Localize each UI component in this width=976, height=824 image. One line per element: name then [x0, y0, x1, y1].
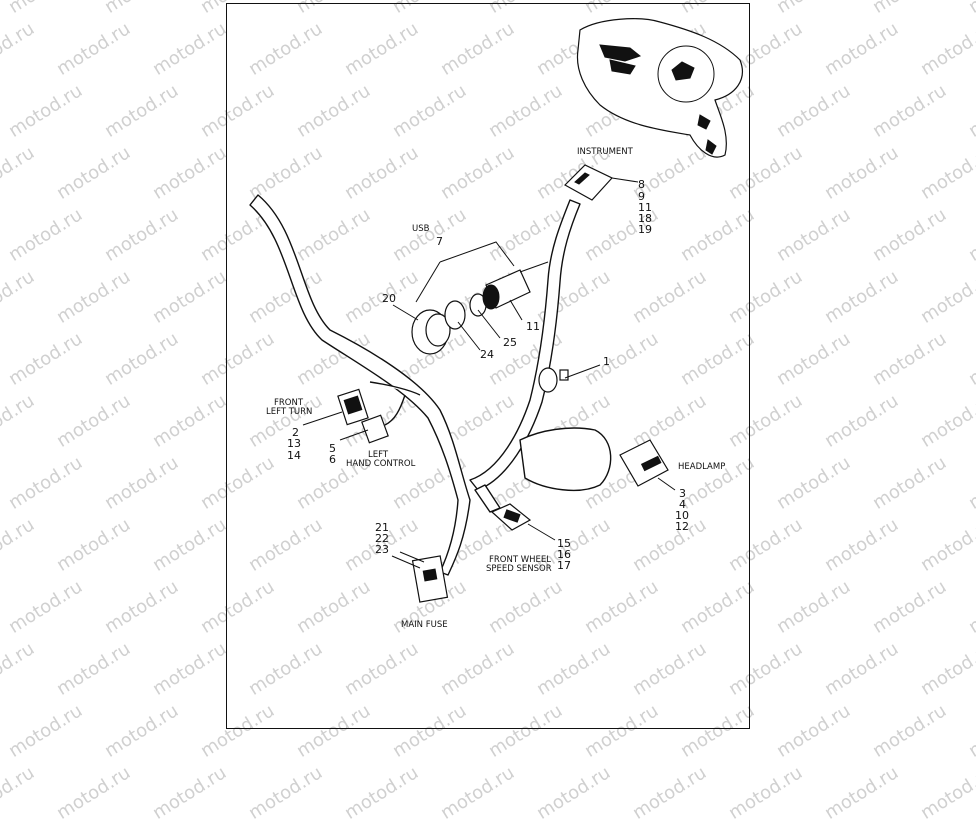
callout-front-left-turn-1: 2 — [292, 426, 299, 439]
speed-sensor-label-line2: SPEED SENSOR — [486, 564, 552, 574]
watermark-text: motod.ru — [53, 762, 135, 824]
callout-usb-ring-24: 24 — [480, 348, 494, 361]
usb-ring-icon — [444, 300, 466, 330]
speed-sensor-connector-icon — [490, 503, 532, 531]
watermark-text: motod.ru — [821, 762, 903, 824]
left-hand-control-label-line2: HAND CONTROL — [346, 459, 416, 469]
watermark-text: motod.ru — [437, 762, 519, 824]
callout-speed-sensor-1: 15 — [557, 537, 571, 550]
speed-sensor-label-line1: FRONT WHEEL — [489, 555, 551, 565]
watermark-text: motod.ru — [245, 762, 327, 824]
instrument-label: INSTRUMENT — [577, 147, 634, 157]
callout-headlamp-3: 10 — [675, 509, 689, 522]
main-wiring-harness — [249, 194, 612, 576]
watermark-text: motod.ru — [725, 762, 807, 824]
main-fuse-label: MAIN FUSE — [401, 620, 448, 630]
callout-main-fuse-3: 23 — [375, 543, 389, 556]
left-hand-control-label-line1: LEFT — [368, 450, 389, 460]
headlamp-connector-icon — [619, 439, 669, 487]
callout-instrument-3: 11 — [638, 201, 652, 214]
main-fuse-icon — [411, 555, 449, 603]
callout-leader-lines — [302, 177, 676, 569]
front-left-turn-label-line1: FRONT — [274, 398, 304, 408]
callout-headlamp-2: 4 — [679, 498, 686, 511]
callout-usb-ring-25: 25 — [503, 336, 517, 349]
callout-left-hand-control-2: 6 — [329, 453, 336, 466]
callout-main-fuse-1: 21 — [375, 521, 389, 534]
callout-speed-sensor-2: 16 — [557, 548, 571, 561]
callout-usb-group: 7 — [436, 235, 443, 248]
watermark-text: motod.ru — [341, 762, 423, 824]
watermark-text: motod.ru — [533, 762, 615, 824]
callout-instrument-1: 8 — [638, 178, 645, 191]
callout-main-fuse-2: 22 — [375, 532, 389, 545]
callout-headlamp-4: 12 — [675, 520, 689, 533]
callout-headlamp-1: 3 — [679, 487, 686, 500]
vehicle-locator-icon — [576, 18, 743, 158]
front-left-turn-connector-icon — [337, 388, 369, 426]
left-hand-control-connector-icon — [361, 414, 389, 444]
callout-instrument-5: 19 — [638, 223, 652, 236]
callout-harness: 1 — [603, 355, 610, 368]
watermark-text: motod.ru — [917, 762, 976, 824]
callout-front-left-turn-2: 13 — [287, 437, 301, 450]
watermark-text: motod.ru — [0, 762, 39, 824]
callout-instrument-2: 9 — [638, 190, 645, 203]
diagram-frame — [226, 3, 750, 729]
wiring-diagram: INSTRUMENT USB FRONT LEFT TURN LEFT HAND… — [249, 18, 743, 630]
callout-speed-sensor-3: 17 — [557, 559, 571, 572]
usb-label: USB — [412, 224, 430, 234]
front-left-turn-label-line2: LEFT TURN — [266, 407, 312, 417]
instrument-connector-icon — [564, 164, 613, 201]
callout-usb-cap: 20 — [382, 292, 396, 305]
callout-front-left-turn-3: 14 — [287, 449, 301, 462]
callout-usb-body: 11 — [526, 320, 540, 333]
usb-socket-assembly — [411, 261, 549, 355]
headlamp-label: HEADLAMP — [678, 462, 725, 472]
callout-left-hand-control-1: 5 — [329, 442, 336, 455]
watermark-text: motod.ru — [149, 762, 231, 824]
watermark-text: motod.ru — [629, 762, 711, 824]
callout-instrument-4: 18 — [638, 212, 652, 225]
